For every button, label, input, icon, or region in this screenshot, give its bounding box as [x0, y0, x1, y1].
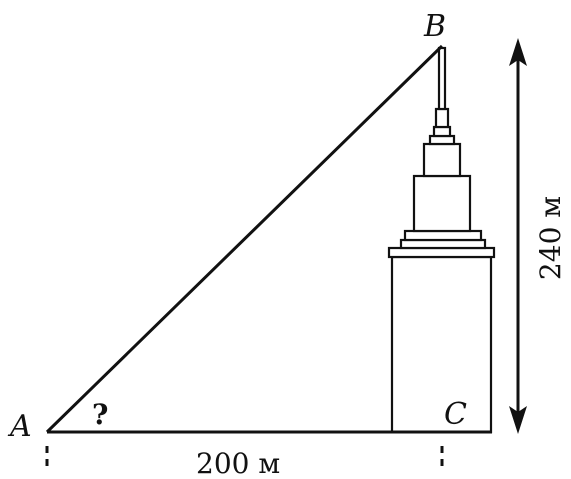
- point-label-c: C: [444, 397, 467, 432]
- height-length-label: 240 м: [534, 196, 567, 280]
- skyscraper-tier-1: [422, 142, 462, 178]
- skyscraper-crown: [432, 125, 452, 138]
- point-label-a: A: [7, 409, 32, 444]
- height-dimension-arrow: [509, 38, 527, 434]
- base-length-label: 200 м: [196, 447, 280, 479]
- skyscraper-main-block: [390, 255, 493, 434]
- skyscraper-cap-upper: [387, 246, 496, 259]
- skyscraper-crown-base: [428, 134, 456, 146]
- angle-label: ?: [92, 398, 108, 431]
- skyscraper-tier-2: [412, 174, 472, 233]
- skyscraper-spire: [437, 46, 447, 111]
- arrowhead-up: [509, 38, 527, 66]
- skyscraper-tier-3-base: [399, 238, 487, 250]
- arrowhead-down: [509, 406, 527, 434]
- skyscraper-tier-3: [403, 229, 483, 242]
- skyscraper: [387, 46, 496, 434]
- skyscraper-crown-top: [434, 107, 450, 129]
- hypotenuse-ab: [45, 44, 444, 434]
- point-label-b: B: [423, 9, 446, 44]
